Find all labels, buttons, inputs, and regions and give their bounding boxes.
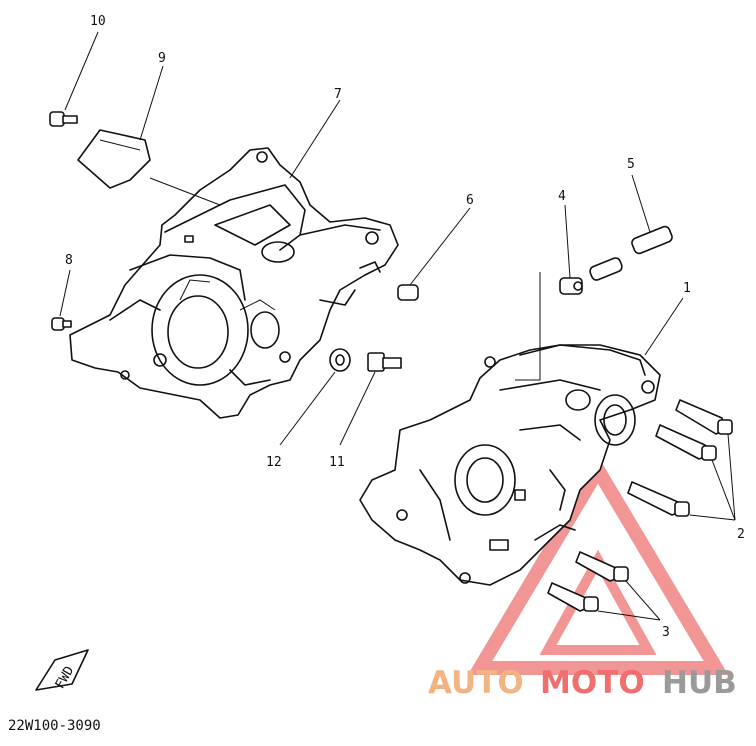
callout-10: 10	[90, 14, 106, 29]
callout-1: 1	[683, 281, 691, 296]
watermark-auto: AUTO	[428, 665, 524, 701]
fwd-arrow: FWD	[35, 649, 89, 692]
part-5-hose	[589, 225, 673, 281]
part-8-bolt	[51, 317, 72, 331]
leader-lines	[59, 31, 736, 621]
drawing-code: 22W100-3090	[8, 718, 101, 734]
callout-4: 4	[558, 189, 566, 204]
callouts: 1 2 3 4 5 6 7 8 9 10 11 12	[65, 14, 745, 640]
callout-8: 8	[65, 253, 73, 268]
callout-6: 6	[466, 193, 474, 208]
callout-2: 2	[737, 527, 745, 542]
left-crankcase	[69, 147, 399, 419]
part-3-bolts	[547, 551, 629, 612]
callout-11: 11	[329, 455, 345, 470]
callout-7: 7	[334, 87, 342, 102]
part-4-fitting	[559, 277, 583, 295]
right-crankcase	[359, 344, 661, 586]
part-2-bolts	[627, 399, 733, 517]
callout-12: 12	[266, 455, 282, 470]
callout-3: 3	[662, 625, 670, 640]
part-12-washer	[329, 348, 351, 372]
part-6-dowel	[397, 284, 419, 301]
watermark-hub: HUB	[662, 665, 737, 701]
watermark-moto: MOTO	[540, 665, 645, 701]
watermark-text: AUTO MOTO HUB	[428, 665, 737, 701]
callout-5: 5	[627, 157, 635, 172]
part-10-bolt	[49, 111, 78, 127]
callout-9: 9	[158, 51, 166, 66]
part-9-cover	[77, 129, 151, 189]
part-11-plug	[367, 352, 402, 372]
